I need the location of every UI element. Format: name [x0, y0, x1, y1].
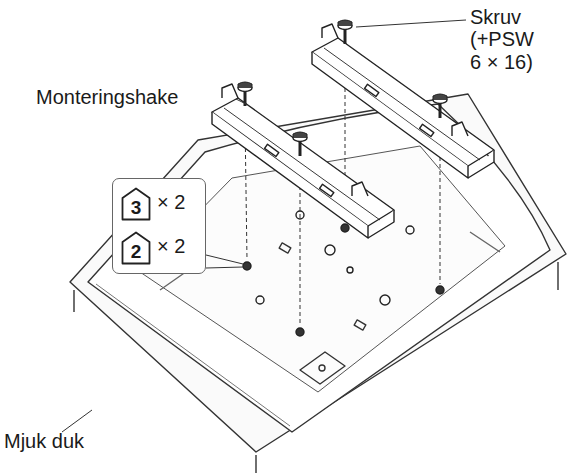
cloth-fold — [557, 262, 558, 290]
quantity-text: × 2 — [157, 191, 185, 214]
mounting-hook — [312, 24, 494, 178]
quantity-text: × 2 — [157, 235, 185, 258]
part-label: Mjuk duk — [4, 430, 84, 452]
screw-label: Skruv (+PSW 6 × 16) — [470, 6, 536, 73]
callout-number: 2 — [131, 242, 142, 265]
panel-plate — [319, 365, 325, 371]
callout-box: × 2 × 2 3 2 — [112, 178, 206, 274]
panel-slot — [354, 320, 366, 330]
panel-plate — [300, 352, 345, 384]
callout-number: 3 — [121, 187, 151, 221]
panel-vent — [160, 232, 500, 290]
callout-number: 2 — [121, 231, 151, 265]
cloth-fold — [73, 290, 74, 312]
leader-line — [62, 20, 466, 432]
cloth-fold — [255, 455, 256, 473]
tv-edge — [96, 284, 290, 426]
part-label: Monteringshake — [36, 86, 178, 108]
panel-slot — [279, 243, 291, 253]
callout-number: 3 — [131, 198, 142, 221]
panel-holes — [243, 211, 444, 336]
screw-symbol — [238, 20, 447, 156]
mounting-hook — [212, 84, 394, 238]
